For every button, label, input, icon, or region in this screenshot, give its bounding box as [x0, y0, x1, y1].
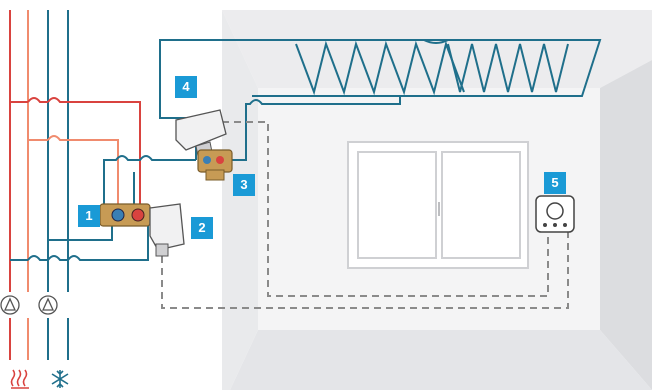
heat-waves-icon [10, 369, 29, 389]
window [347, 141, 529, 269]
pump-icon [0, 295, 20, 315]
control-valve [197, 149, 233, 181]
badge-2-label: 2 [198, 220, 205, 235]
badge-1-label: 1 [85, 208, 92, 223]
badge-3-label: 3 [240, 177, 247, 192]
heating-distribution [10, 97, 141, 205]
ceiling-coils [252, 39, 602, 97]
valve-actuator [149, 203, 185, 257]
badge-5-label: 5 [551, 175, 558, 190]
riser-pipes [9, 10, 69, 360]
room-floor [230, 330, 652, 390]
changeover-valve [99, 203, 151, 227]
badge-1: 1 [78, 205, 100, 227]
cooling-distribution [10, 222, 149, 261]
snowflake-icon [51, 370, 69, 388]
pump-icon [38, 295, 58, 315]
badge-4: 4 [175, 76, 197, 98]
control-wiring [161, 121, 569, 309]
room-ceiling [222, 10, 652, 88]
badge-5: 5 [544, 172, 566, 194]
badge-3: 3 [233, 174, 255, 196]
control-valve-actuator [175, 109, 227, 157]
room-thermostat [535, 195, 575, 233]
badge-2: 2 [191, 217, 213, 239]
badge-4-label: 4 [182, 79, 190, 94]
room-right-wall [600, 60, 652, 390]
